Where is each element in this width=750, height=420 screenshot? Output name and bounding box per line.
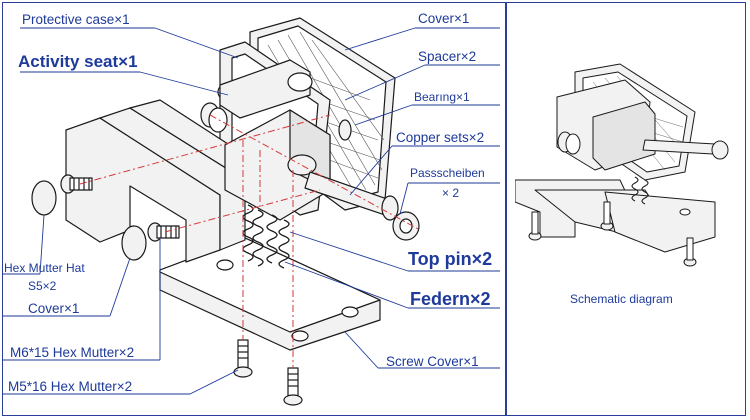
label-top-pin: Top pin×2: [408, 249, 493, 269]
hex-mutter-hats: [31, 180, 147, 261]
panel-divider: [505, 2, 507, 416]
shaft: [304, 171, 420, 241]
label-bearing: Bearıng×1: [414, 90, 470, 104]
label-cover-left: Cover×1: [28, 301, 80, 316]
label-passscheiben-qty: × 2: [442, 186, 460, 200]
label-m5-hex-mutter: M5*16 Hex Mutter×2: [8, 379, 133, 394]
diagram-frame: [2, 2, 746, 416]
label-hex-mutter-hat-size: S5×2: [28, 279, 57, 293]
label-activity-seat: Activity seat×1: [18, 52, 138, 71]
label-protective-case: Protective case×1: [22, 12, 130, 27]
label-screw-cover: Screw Cover×1: [386, 354, 479, 369]
schematic-caption: Schematic diagram: [570, 292, 673, 306]
label-copper-sets: Copper sets×2: [396, 130, 485, 145]
hex-screws-bottom: [233, 339, 303, 406]
axis-lines: [79, 114, 421, 368]
label-m6-hex-mutter: M6*15 Hex Mutter×2: [10, 345, 135, 360]
schematic-drawing: [515, 63, 729, 267]
label-spacer: Spacer×2: [418, 49, 477, 64]
leader-lines: [2, 27, 500, 395]
label-passscheiben: Passscheiben: [410, 166, 485, 180]
hex-screws-left: [60, 174, 180, 242]
left-bracket: [65, 99, 246, 263]
label-cover: Cover×1: [418, 11, 470, 26]
label-federn: Federn×2: [410, 289, 491, 309]
label-hex-mutter-hat: Hex Mutter Hat: [4, 261, 85, 275]
